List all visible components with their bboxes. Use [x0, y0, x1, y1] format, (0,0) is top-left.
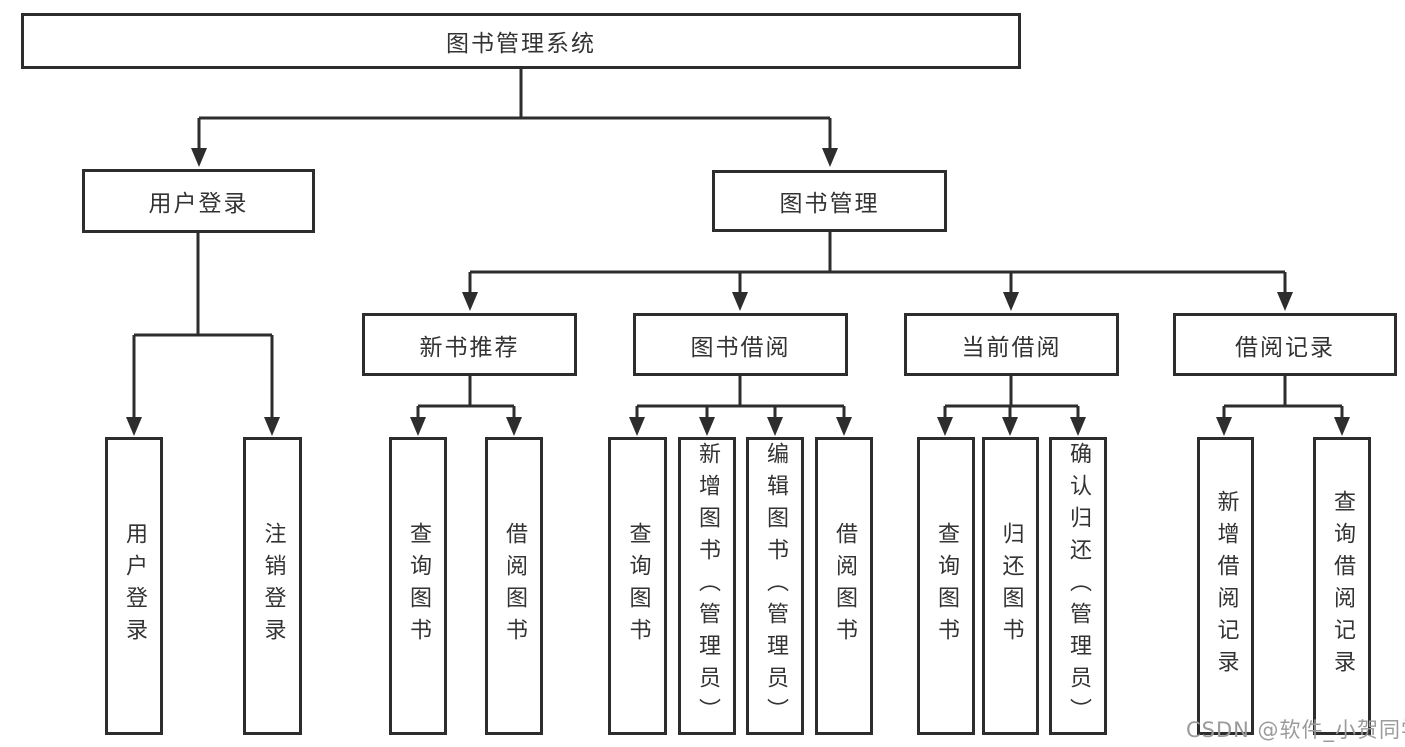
connector-new-book-recommend	[410, 376, 522, 436]
leaf-query-borrow-record: 查询借阅记录	[1313, 437, 1371, 735]
arrow-down-icon	[264, 417, 280, 436]
leaf-borrow-books: 借阅图书	[815, 437, 873, 735]
arrow-down-icon	[506, 417, 522, 436]
connector-root	[191, 69, 838, 167]
node-new-book-recommend: 新书推荐	[362, 313, 577, 376]
leaf-return-book: 归还图书	[982, 437, 1039, 735]
connector-book-borrow	[629, 376, 852, 436]
node-borrow-records: 借阅记录	[1173, 313, 1397, 376]
leaf-borrow-books-recommend: 借阅图书	[485, 437, 543, 735]
leaf-logout: 注销登录	[243, 437, 302, 735]
arrow-down-icon	[126, 417, 142, 436]
connector-current-borrow	[937, 376, 1086, 436]
leaf-user-login: 用户登录	[105, 437, 163, 735]
leaf-add-book-admin: 新增图书（管理员）	[678, 437, 736, 735]
arrow-down-icon	[191, 148, 207, 167]
node-user-login: 用户登录	[82, 169, 315, 233]
arrow-down-icon	[822, 148, 838, 167]
leaf-query-books-recommend: 查询图书	[389, 437, 447, 735]
leaf-confirm-return-admin: 确认归还（管理员）	[1049, 437, 1107, 735]
node-book-borrow: 图书借阅	[633, 313, 848, 376]
connector-user-login	[126, 233, 280, 436]
arrow-down-icon	[410, 417, 426, 436]
arrow-down-icon	[699, 417, 715, 436]
arrow-down-icon	[1334, 417, 1350, 436]
leaf-query-books-borrow: 查询图书	[608, 437, 667, 735]
node-book-management: 图书管理	[712, 170, 947, 232]
connector-book-management	[462, 232, 1293, 311]
leaf-query-books-current: 查询图书	[917, 437, 975, 735]
arrow-down-icon	[1003, 292, 1019, 311]
arrow-down-icon	[1070, 417, 1086, 436]
arrow-down-icon	[767, 417, 783, 436]
arrow-down-icon	[462, 292, 478, 311]
connector-borrow-records	[1216, 376, 1350, 436]
leaf-edit-book-admin: 编辑图书（管理员）	[746, 437, 804, 735]
arrow-down-icon	[732, 292, 748, 311]
arrow-down-icon	[937, 417, 953, 436]
watermark: CSDN @软件_小贺同学	[1186, 718, 1405, 742]
arrow-down-icon	[1002, 417, 1018, 436]
node-current-borrow: 当前借阅	[904, 313, 1119, 376]
arrow-down-icon	[1277, 292, 1293, 311]
arrow-down-icon	[629, 417, 645, 436]
arrow-down-icon	[1216, 417, 1232, 436]
arrow-down-icon	[836, 417, 852, 436]
leaf-add-borrow-record: 新增借阅记录	[1197, 437, 1254, 735]
node-root: 图书管理系统	[21, 13, 1021, 69]
